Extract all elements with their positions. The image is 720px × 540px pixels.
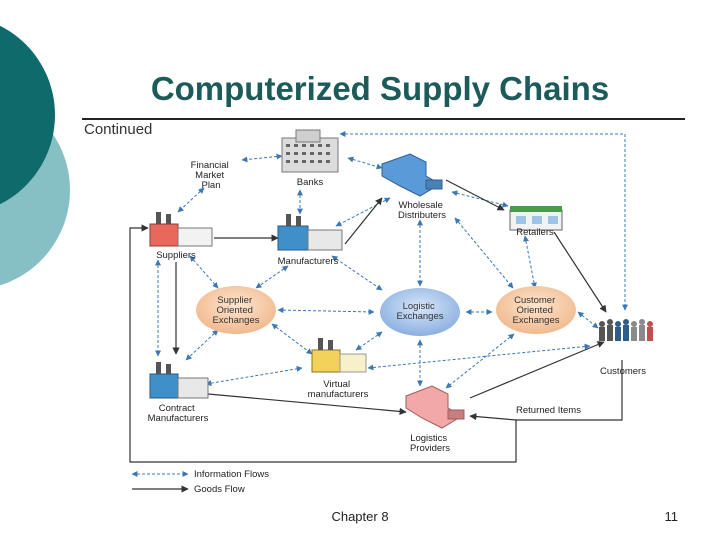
customers-icon (599, 319, 653, 341)
title-rule (82, 118, 685, 120)
decorative-circles (0, 25, 70, 286)
information-flows (131, 131, 628, 477)
suppliers-label: Suppliers (156, 250, 196, 261)
manufacturers-icon (277, 214, 343, 251)
page-number: 11 (664, 509, 679, 524)
returned-items-label: Returned Items (516, 405, 581, 416)
customer-exchange-oval (496, 286, 576, 334)
retailers-icon (509, 206, 563, 231)
manufacturers-label: Manufacturers (278, 256, 339, 267)
goods-flows (129, 179, 623, 493)
logistic-exchange-label: Logistic Exchanges (396, 301, 443, 322)
slide-subtitle: Continued (84, 121, 153, 138)
footer-chapter: Chapter 8 (331, 509, 389, 524)
banks-label: Banks (297, 177, 324, 188)
financial-market-plan-label: Financial Market Plan (191, 160, 232, 191)
virtual-manufacturers-label: Virtual manufacturers (308, 379, 369, 400)
supplier-exchange-label: Supplier Oriented Exchanges (212, 295, 259, 326)
wholesale-distributors-icon (381, 153, 443, 197)
slide-title: Computerized Supply Chains (150, 70, 610, 107)
banks-icon (281, 129, 339, 173)
logistics-providers-icon (405, 385, 465, 429)
contract-manufacturers-label: Contract Manufacturers (148, 403, 209, 424)
supplier-exchange-oval (196, 286, 276, 334)
legend-goods-flow: Goods Flow (194, 484, 245, 495)
logistics-providers-label: Logistics Providers (410, 433, 450, 454)
virtual-manufacturers-icon (311, 338, 367, 373)
retailers-label: Retailers (516, 227, 554, 238)
supply-chain-diagram: Financial Market Plan Banks Wholesale Di… (129, 129, 653, 495)
logistic-exchange-oval (380, 288, 460, 336)
customer-exchange-label: Customer Oriented Exchanges (512, 295, 559, 326)
customers-label: Customers (600, 366, 646, 377)
suppliers-icon (149, 212, 213, 247)
contract-manufacturers-icon (149, 362, 209, 399)
wholesale-distributors-label: Wholesale Distributers (398, 200, 446, 221)
legend-information-flows: Information Flows (194, 469, 269, 480)
